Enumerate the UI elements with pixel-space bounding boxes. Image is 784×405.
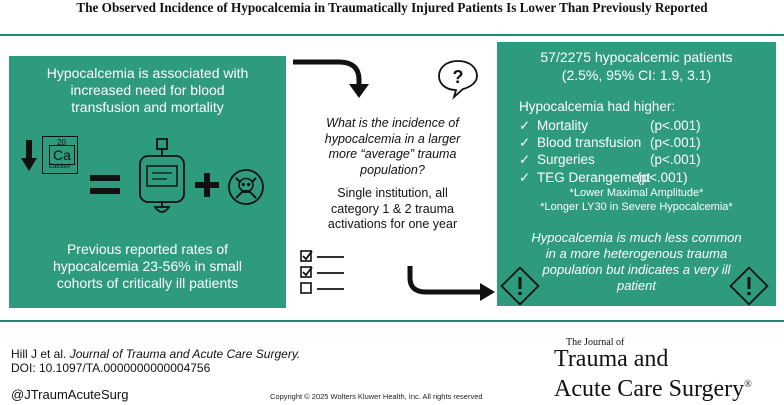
- right-panel: 57/2275 hypocalcemic patients (2.5%, 95%…: [497, 42, 776, 306]
- bottom-divider: [0, 320, 784, 322]
- page-title: The Observed Incidence of Hypocalcemia i…: [76, 0, 708, 15]
- plus-sign-icon: [195, 173, 219, 197]
- curved-arrow-bottom-icon: [407, 266, 495, 301]
- list-item: ✓Blood transfusion(p<.001): [519, 135, 701, 151]
- curved-arrow-top-icon: [293, 59, 369, 98]
- doi: DOI: 10.1097/TA.0000000000004756: [11, 361, 211, 375]
- down-arrow-icon: [21, 140, 37, 171]
- top-divider: [0, 34, 784, 36]
- checklist-icon: [300, 250, 344, 294]
- results-list: ✓Mortality(p<.001) ✓Blood transfusion(p<…: [519, 117, 759, 186]
- check-icon: ✓: [519, 169, 531, 185]
- journal-logo: Trauma and Acute Care Surgery®: [554, 346, 752, 402]
- left-panel-prior-rates: Previous reported rates of hypocalcemia …: [52, 241, 243, 291]
- social-handle: @JTraumAcuteSurg: [11, 387, 129, 402]
- list-item: ✓Surgeries(p<.001): [519, 152, 701, 168]
- check-icon: ✓: [519, 118, 531, 133]
- blood-bag-icon: [139, 138, 185, 213]
- warning-icon: [500, 266, 540, 306]
- journal-logo-small: The Journal of: [566, 337, 625, 348]
- skull-crossbones-icon: [228, 169, 264, 205]
- research-question: What is the incidence of hypocalcemia in…: [324, 116, 461, 177]
- question-bubble-icon: ?: [438, 60, 478, 100]
- results-headline: 57/2275 hypocalcemic patients (2.5%, 95%…: [540, 49, 733, 83]
- warning-icon: [729, 266, 769, 306]
- study-design: Single institution, all category 1 & 2 t…: [327, 186, 458, 231]
- calcium-element-icon: 20 Ca Calcium: [42, 136, 78, 174]
- results-subhead: Hypocalcemia had higher:: [519, 99, 676, 114]
- check-icon: ✓: [519, 152, 531, 168]
- citation: Hill J et al. Journal of Trauma and Acut…: [11, 347, 301, 375]
- equals-sign-icon: [90, 175, 120, 194]
- list-item: ✓Mortality(p<.001): [519, 118, 701, 133]
- conclusion: Hypocalcemia is much less common in a mo…: [531, 230, 742, 293]
- copyright: Copyright © 2025 Wolters Kluwer Health, …: [270, 392, 483, 401]
- list-item: ✓TEG Derangement(p<.001): [519, 169, 688, 185]
- svg-text:?: ?: [453, 67, 464, 87]
- left-panel-intro: Hypocalcemia is associated with increase…: [46, 65, 249, 115]
- results-notes: *Lower Maximal Amplitude* *Longer LY30 i…: [540, 187, 733, 213]
- check-icon: ✓: [519, 135, 531, 151]
- left-panel: Hypocalcemia is associated with increase…: [9, 56, 286, 308]
